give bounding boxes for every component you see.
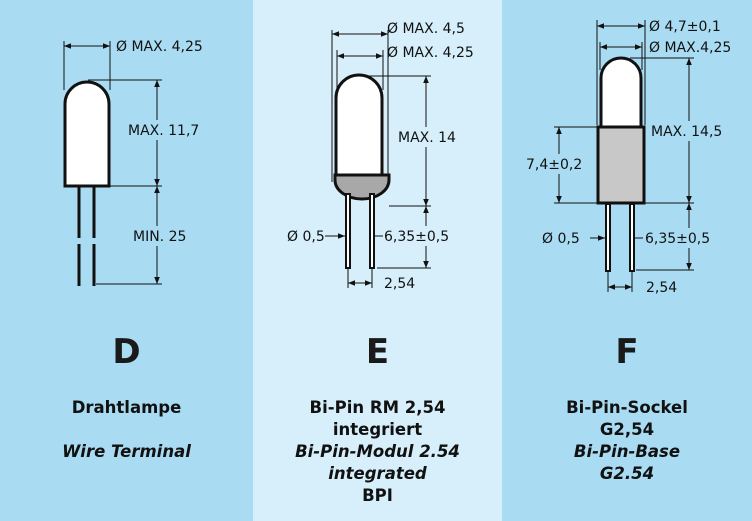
drawing-wire-terminal: Ø MAX. 4,25 MAX. 11,7 MIN. 25 bbox=[63, 39, 222, 286]
dim-diameter-outer-label: Ø MAX. 4,5 bbox=[387, 21, 465, 37]
caption-line: Wire Terminal bbox=[62, 442, 191, 461]
dim-pin-label: Ø 0,5 bbox=[542, 231, 580, 247]
dim-lead-label: MIN. 25 bbox=[133, 229, 186, 245]
type-letter: F bbox=[615, 332, 639, 372]
bulb-glass bbox=[599, 56, 643, 129]
socket-base bbox=[596, 125, 646, 205]
caption-line: integrated bbox=[328, 464, 427, 483]
pin bbox=[629, 203, 635, 272]
caption-line: BPI bbox=[362, 486, 393, 505]
panel-wire-terminal: Ø MAX. 4,25 MAX. 11,7 MIN. 25 D Drahtlam… bbox=[0, 0, 253, 521]
caption: Drahtlampe Wire Terminal bbox=[0, 397, 253, 463]
dim-length-label: MAX. 14,5 bbox=[651, 124, 722, 140]
bulb-glass bbox=[63, 80, 111, 188]
caption-line: Bi-Pin-Modul 2.54 bbox=[295, 442, 460, 461]
caption-line: Bi-Pin-Sockel bbox=[566, 398, 688, 417]
caption-line: G2.54 bbox=[599, 464, 655, 483]
bulb-base bbox=[333, 173, 391, 201]
dim-length-label: MAX. 11,7 bbox=[128, 123, 199, 139]
caption-line: Bi-Pin RM 2,54 bbox=[309, 398, 446, 417]
dim-length-label: MAX. 14 bbox=[398, 130, 456, 146]
panel-bi-pin-base: Ø 4,7±0,1 Ø MAX.4,25 7,4±0,2 MAX. 14,5 6… bbox=[502, 0, 752, 521]
type-letter: D bbox=[112, 332, 141, 372]
dim-diameter-inner-label: Ø MAX.4,25 bbox=[649, 40, 731, 56]
dim-diameter-inner-label: Ø MAX. 4,25 bbox=[387, 45, 474, 61]
caption-line: G2,54 bbox=[599, 420, 655, 439]
pin bbox=[345, 193, 351, 269]
dim-diameter-label: Ø MAX. 4,25 bbox=[116, 39, 203, 55]
drawing-bi-pin-integrated: Ø MAX. 4,5 Ø MAX. 4,25 MAX. 14 6,35±0,5 … bbox=[287, 21, 474, 292]
caption-line bbox=[0, 419, 253, 441]
caption-line: Bi-Pin-Base bbox=[573, 442, 681, 461]
dim-lead-label: 6,35±0,5 bbox=[645, 231, 710, 247]
dim-pin-label: Ø 0,5 bbox=[287, 229, 325, 245]
dim-pitch-label: 2,54 bbox=[646, 280, 677, 296]
dim-diameter-outer-label: Ø 4,7±0,1 bbox=[649, 19, 721, 35]
caption-line: Drahtlampe bbox=[71, 398, 182, 417]
dim-pitch-label: 2,54 bbox=[384, 276, 415, 292]
caption-line: integriert bbox=[332, 420, 423, 439]
panel-bi-pin-integrated: Ø MAX. 4,5 Ø MAX. 4,25 MAX. 14 6,35±0,5 … bbox=[253, 0, 502, 521]
dim-base-label: 7,4±0,2 bbox=[526, 157, 582, 173]
pin bbox=[605, 203, 611, 272]
drawing-bi-pin-base: Ø 4,7±0,1 Ø MAX.4,25 7,4±0,2 MAX. 14,5 6… bbox=[524, 19, 739, 296]
bulb-glass bbox=[334, 73, 384, 177]
type-letter: E bbox=[365, 332, 390, 372]
pin bbox=[369, 193, 375, 269]
dim-lead-label: 6,35±0,5 bbox=[384, 229, 449, 245]
